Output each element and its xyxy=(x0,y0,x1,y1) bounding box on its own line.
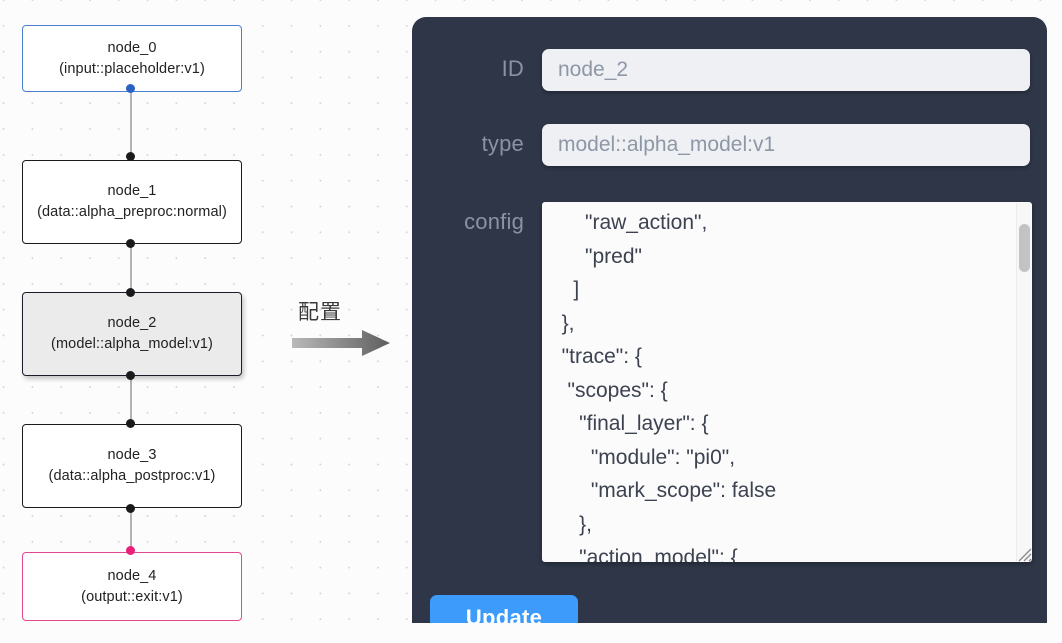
node-handle-output-node_0[interactable] xyxy=(126,84,135,93)
node-handle-output-node_3[interactable] xyxy=(126,504,135,513)
graph-node-label: node_3 (data::alpha_postproc:v1) xyxy=(48,447,216,484)
id-form-row: ID xyxy=(430,49,1030,91)
type-field-label: type xyxy=(481,131,524,156)
id-field-label: ID xyxy=(501,56,524,81)
config-form-row: config "raw_action", "pred" ] }, "trace"… xyxy=(430,202,1032,562)
edge-node3-node4 xyxy=(130,508,132,550)
id-input[interactable] xyxy=(542,49,1030,91)
config-field-label: config xyxy=(464,209,524,234)
node-handle-output-node_2[interactable] xyxy=(126,371,135,380)
graph-node-node_3[interactable]: node_3 (data::alpha_postproc:v1) xyxy=(22,424,242,508)
node-handle-input-node_3[interactable] xyxy=(126,419,135,428)
edge-node2-node3 xyxy=(130,375,132,423)
node-handle-input-node_2[interactable] xyxy=(126,288,135,297)
node-handle-output-node_1[interactable] xyxy=(126,239,135,248)
right-arrow-icon xyxy=(292,330,390,356)
update-button[interactable]: Update xyxy=(430,595,578,623)
config-scrollbar-track[interactable] xyxy=(1016,203,1031,561)
type-input[interactable] xyxy=(542,124,1030,166)
graph-node-label: node_4 (output::exit:v1) xyxy=(81,567,183,605)
graph-node-node_0[interactable]: node_0 (input::placeholder:v1) xyxy=(22,25,242,92)
annotation-arrow-label: 配置 xyxy=(298,300,342,324)
config-scrollbar-thumb[interactable] xyxy=(1019,224,1030,272)
annotation-arrow-group: 配置 xyxy=(290,296,400,358)
graph-node-label: node_0 (input::placeholder:v1) xyxy=(59,39,205,77)
config-textarea-wrapper: "raw_action", "pred" ] }, "trace": { "sc… xyxy=(542,202,1032,562)
edge-node0-node1 xyxy=(130,88,132,160)
config-textarea[interactable]: "raw_action", "pred" ] }, "trace": { "sc… xyxy=(542,202,1032,562)
graph-node-label: node_2 (model::alpha_model:v1) xyxy=(51,315,213,352)
node-config-panel: ID type config "raw_action", "pred" ] },… xyxy=(412,17,1047,623)
node-handle-input-node_4[interactable] xyxy=(126,546,135,555)
graph-node-label: node_1 (data::alpha_preproc:normal) xyxy=(37,183,227,220)
edge-node1-node2 xyxy=(130,243,132,293)
node-handle-input-node_1[interactable] xyxy=(126,152,135,161)
type-form-row: type xyxy=(430,124,1030,166)
resize-handle-icon[interactable] xyxy=(1014,544,1032,562)
graph-node-node_4[interactable]: node_4 (output::exit:v1) xyxy=(22,552,242,621)
graph-node-node_1[interactable]: node_1 (data::alpha_preproc:normal) xyxy=(22,160,242,244)
graph-node-node_2[interactable]: node_2 (model::alpha_model:v1) xyxy=(22,292,242,376)
